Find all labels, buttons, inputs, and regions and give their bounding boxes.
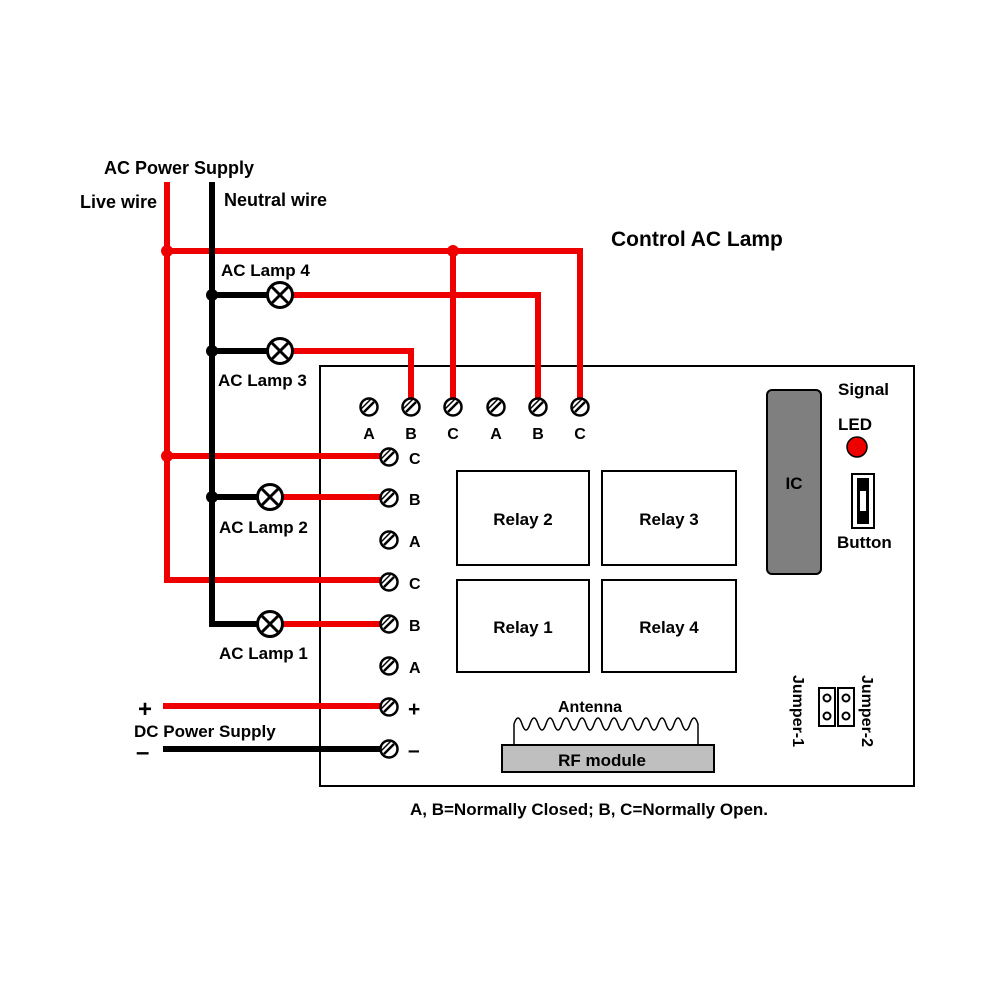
signal-label: Signal [838,380,889,399]
relay-4-label: Relay 4 [639,618,699,637]
terminal-icon [443,397,463,417]
jumper-2-icon [837,687,855,727]
side-terminal-block: C B A C B A + – [379,447,421,762]
relay-1-label: Relay 1 [493,618,553,637]
diagram-title: Control AC Lamp [611,228,783,251]
dc-minus-label: – [136,739,149,766]
terminal-label: A [409,660,421,677]
terminal-label: C [574,426,586,443]
relay-1 [456,579,590,673]
terminal-label: – [408,739,420,762]
led-icon [846,436,868,458]
terminal-icon [401,397,421,417]
live-wire [161,182,583,627]
terminal-label: C [447,426,459,443]
dc-power-supply-label: DC Power Supply [134,722,276,741]
live-wire-label: Live wire [80,192,157,212]
top-terminal-block: A B C A B C [359,397,590,443]
terminal-icon [379,530,399,550]
antenna-label: Antenna [558,699,622,716]
antenna-icon [513,717,699,748]
terminal-label: A [490,426,502,443]
ic-label: IC [786,474,803,493]
terminal-label: A [363,426,375,443]
ic-chip [766,389,822,575]
push-button-icon [851,473,875,529]
terminal-icon [359,397,379,417]
terminal-icon [486,397,506,417]
terminal-icon [570,397,590,417]
lamp-4-icon [266,281,294,309]
neutral-wire-label: Neutral wire [224,190,327,210]
terminal-icon [379,656,399,676]
terminal-icon [379,614,399,634]
terminal-label: C [409,451,421,468]
relay-3-label: Relay 3 [639,510,699,529]
relay-3 [601,470,737,566]
lamp-1-icon [256,610,284,638]
terminal-icon [379,739,399,759]
led-label: LED [838,415,872,434]
terminal-label: A [409,534,421,551]
terminal-label: + [408,698,420,721]
rf-module [501,744,715,773]
terminal-icon [379,488,399,508]
lamp-2-label: AC Lamp 2 [219,518,308,537]
lamp-3-label: AC Lamp 3 [218,371,307,390]
lamp-1-label: AC Lamp 1 [219,644,308,663]
terminal-label: B [532,426,544,443]
terminal-icon [379,447,399,467]
jumper-2-label: Jumper-2 [858,675,875,747]
terminal-label: B [405,426,417,443]
terminal-label: C [409,576,421,593]
terminal-icon [379,572,399,592]
button-label: Button [837,533,892,552]
terminal-label: B [409,618,421,635]
lamp-2-icon [256,483,284,511]
dc-plus-label: + [138,696,152,723]
neutral-wire [206,182,268,627]
lamp-3-icon [266,337,294,365]
relay-4 [601,579,737,673]
terminal-icon [528,397,548,417]
lamp-4-label: AC Lamp 4 [221,261,310,280]
relay-2-label: Relay 2 [493,510,553,529]
terminal-label: B [409,492,421,509]
footnote: A, B=Normally Closed; B, C=Normally Open… [410,800,768,819]
jumper-1-label: Jumper-1 [789,675,806,747]
jumper-1-icon [818,687,836,727]
terminal-icon [379,697,399,717]
relay-2 [456,470,590,566]
ac-power-supply-label: AC Power Supply [104,158,254,178]
rf-module-label: RF module [558,751,646,770]
